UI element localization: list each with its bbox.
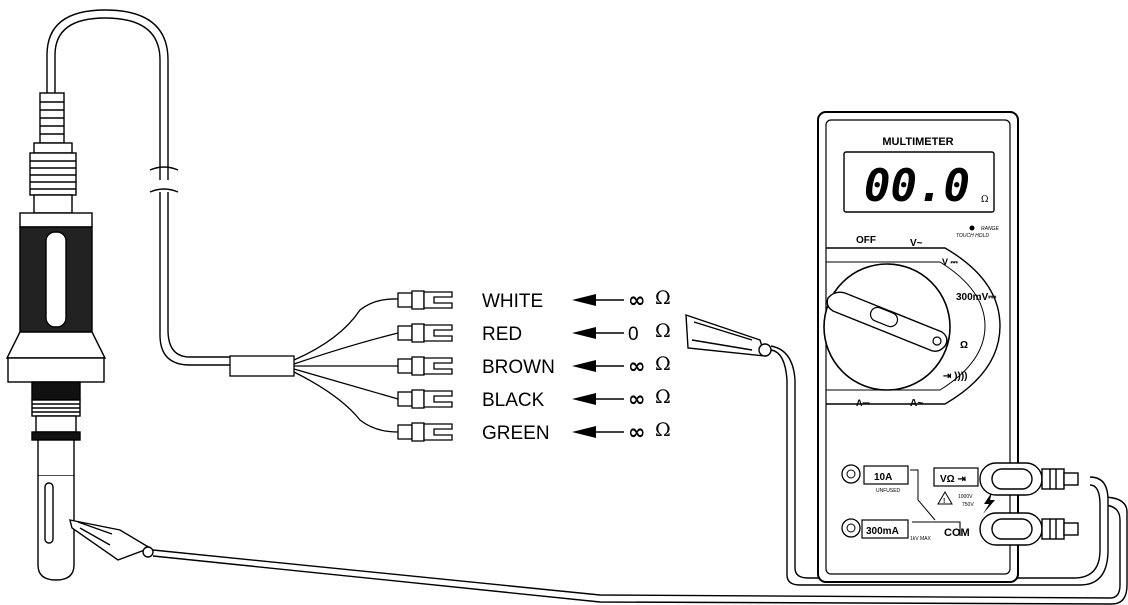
wire-label-white: WHITE	[482, 291, 543, 312]
dial-v-ac: V~	[910, 238, 923, 249]
lcd-display	[843, 151, 995, 213]
spade-terminal-green	[397, 422, 453, 442]
v1000-label: 1000V	[958, 494, 973, 500]
multimeter-title: MULTIMETER	[882, 136, 953, 148]
spade-terminal-black	[397, 389, 453, 409]
spade-terminal-brown	[397, 356, 453, 376]
multimeter: MULTIMETER 00.0 Ω RANGE TOUCH HOLD OFF V…	[817, 111, 1079, 583]
dial-mv-dc: 300mV⎓	[956, 292, 996, 303]
reading-arrow-white	[572, 294, 624, 306]
svg-text:!: !	[943, 498, 945, 505]
ohm-symbol-red: Ω	[655, 320, 671, 342]
ground-clip-lead	[69, 496, 1128, 605]
dial-diode-continuity: ⇥ ))))	[943, 371, 967, 382]
dial-off: OFF	[856, 235, 876, 246]
rotary-selector[interactable]	[823, 263, 951, 391]
reading-value-white: ∞	[628, 288, 646, 312]
wire-label-red: RED	[482, 324, 522, 345]
reading-arrow-red	[572, 327, 624, 339]
dial-a-dc: A⎓	[856, 398, 870, 408]
lightning-icon	[983, 492, 995, 514]
spade-terminal-white	[397, 290, 453, 310]
warning-icon	[937, 491, 953, 505]
reading-value-black: ∞	[628, 387, 646, 411]
spade-terminal-red	[397, 323, 453, 343]
jack-com-label: COM	[944, 527, 970, 539]
com-probe-plug	[979, 512, 1079, 546]
reading-value-green: ∞	[628, 420, 646, 444]
dial-ohm: Ω	[960, 340, 968, 351]
reading-value-brown: ∞	[628, 354, 646, 378]
ohm-symbol-white: Ω	[655, 287, 671, 309]
jack-300ma-label: 300mA	[866, 526, 899, 537]
max-1kv-label: 1kV MAX	[910, 536, 932, 542]
unfused-label: UNFUSED	[876, 488, 901, 494]
touch-hold-label: TOUCH HOLD	[956, 233, 989, 239]
v750-label: 750V	[962, 502, 974, 508]
range-label: RANGE	[981, 226, 999, 232]
ohm-symbol-black: Ω	[655, 386, 671, 408]
vohm-probe-plug	[979, 462, 1079, 496]
wire-label-black: BLACK	[482, 390, 545, 411]
wire-label-green: GREEN	[482, 423, 550, 444]
display-unit: Ω	[981, 195, 988, 205]
reading-arrow-black	[572, 393, 624, 405]
wire-bundle	[229, 298, 399, 433]
spade-terminals	[397, 290, 453, 442]
wire-label-brown: BROWN	[482, 357, 555, 378]
jack-vohm-label: VΩ ⇥	[940, 474, 966, 485]
jack-10a[interactable]	[841, 464, 909, 485]
reading-value-red: 0	[628, 324, 639, 345]
jack-com[interactable]	[912, 521, 961, 536]
jack-vohm[interactable]	[933, 467, 979, 487]
ohm-symbol-brown: Ω	[655, 353, 671, 375]
reading-arrow-brown	[572, 360, 624, 372]
jack-300ma[interactable]	[841, 518, 909, 539]
display-reading: 00.0	[864, 161, 970, 212]
ohm-symbol-green: Ω	[655, 419, 671, 441]
reading-arrow-green	[572, 426, 624, 438]
dial-v-dc: V ⎓	[942, 257, 959, 267]
dial-a-ac: A~	[910, 398, 923, 409]
jack-10a-label: 10A	[874, 472, 892, 483]
range-button[interactable]	[969, 225, 975, 231]
sensor-probe	[5, 9, 232, 581]
